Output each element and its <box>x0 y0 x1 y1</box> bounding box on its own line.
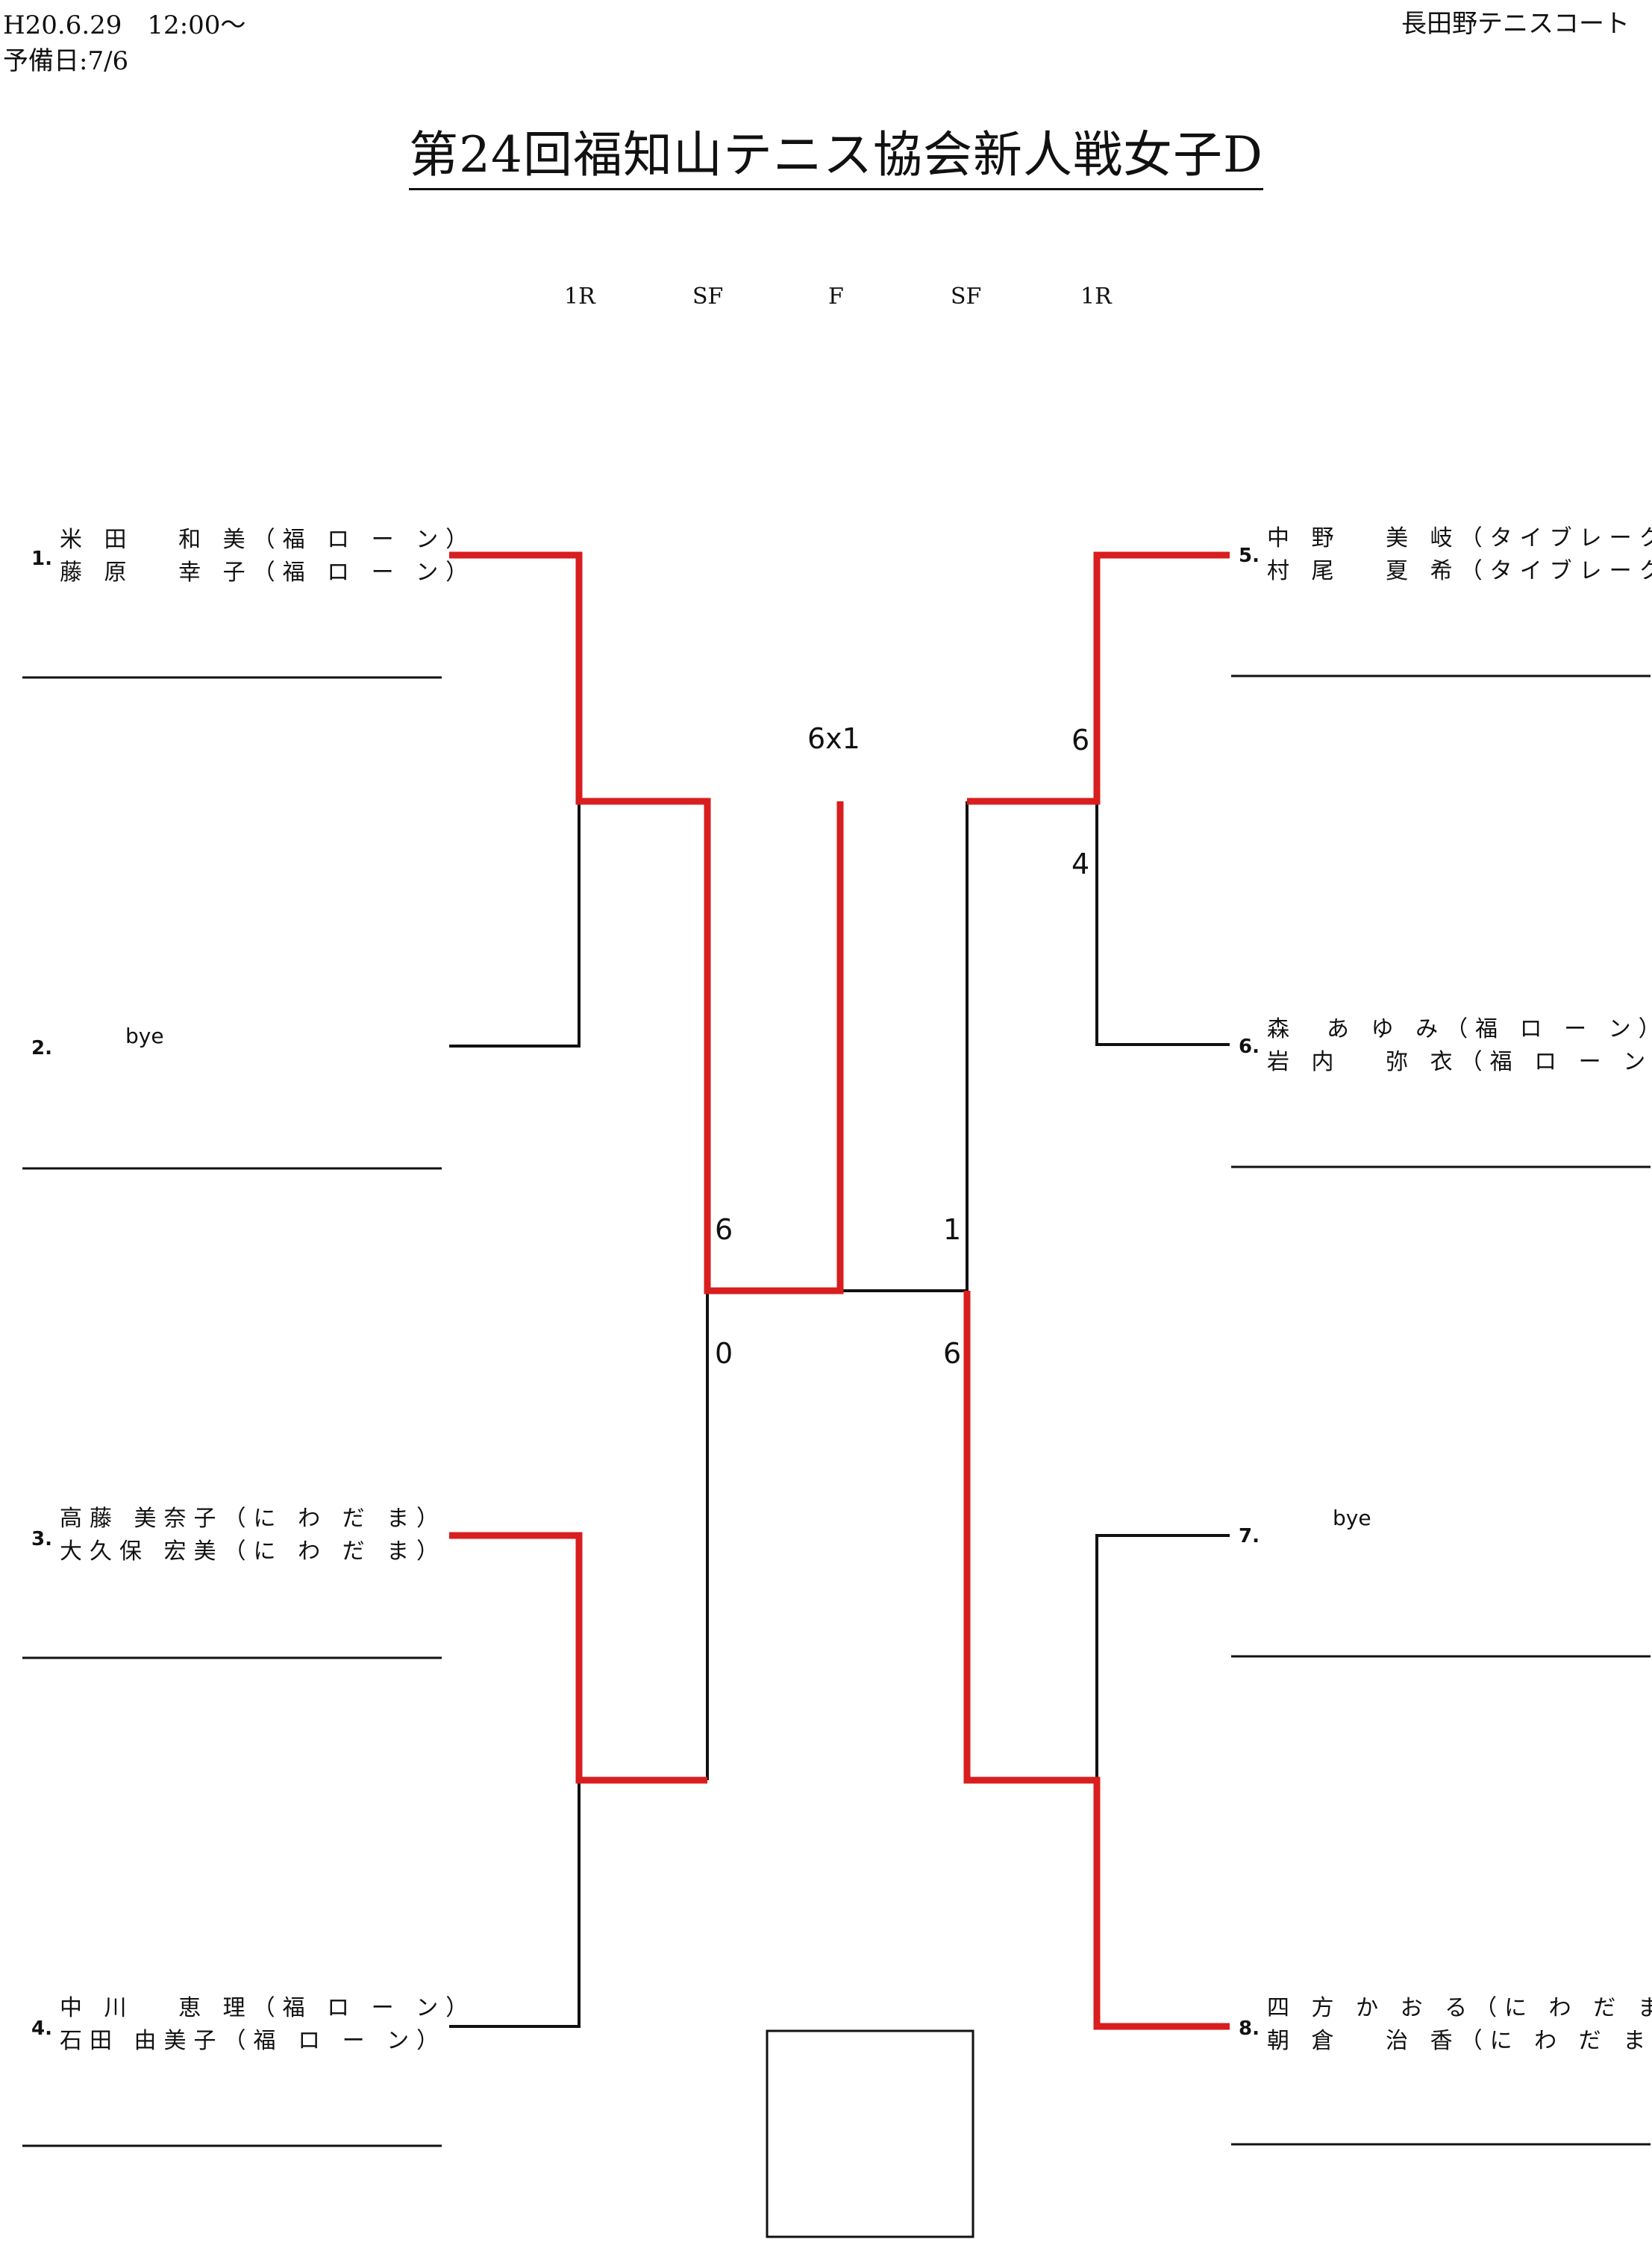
bracket-winner-lines <box>449 551 1230 2030</box>
seed-number: 1. <box>31 548 52 570</box>
player-name: 四 方 か お る（に わ だ ま） <box>1267 1995 1652 2021</box>
reserve-day: 予備日:7/6 <box>3 46 129 76</box>
player-name: 岩 内 弥 衣（福 ロ ー ン） <box>1267 1049 1652 1075</box>
champion-box <box>766 2029 974 2238</box>
seed-number: 2. <box>31 1037 52 1059</box>
seed-number: 7. <box>1239 1525 1260 1547</box>
seed-number: 6. <box>1239 1036 1260 1058</box>
player-name: 朝 倉 治 香（に わ だ ま） <box>1267 2028 1652 2054</box>
score-left-semi-bottom: 0 <box>715 1337 733 1370</box>
score-right-top-loser: 4 <box>1071 848 1090 880</box>
seed-number: 5. <box>1239 545 1260 567</box>
seed-number: 4. <box>31 2017 52 2040</box>
player-name: 藤 原 幸 子（福 ロ ー ン） <box>60 560 476 586</box>
round-label-final: F <box>828 284 844 310</box>
bye-label: bye <box>1333 1506 1371 1530</box>
seed-number: 8. <box>1239 2017 1260 2040</box>
score-right-semi-top: 1 <box>943 1213 962 1246</box>
round-label-left-sf: SF <box>692 284 724 310</box>
page-title: 第24回福知山テニス協会新人戦女子D <box>409 125 1263 190</box>
score-left-semi-top: 6 <box>715 1213 733 1246</box>
name-underlines <box>22 674 1651 2147</box>
player-name: 中 野 美 岐（タイブレーク） <box>1267 525 1652 551</box>
seed-number: 3. <box>31 1528 52 1550</box>
round-label-right-sf: SF <box>951 284 982 310</box>
round-label-left-1r: 1R <box>564 284 595 310</box>
bye-label: bye <box>125 1024 164 1048</box>
player-name: 村 尾 夏 希（タイブレーク） <box>1267 558 1652 584</box>
player-name: 石田 由美子（福 ロ ー ン） <box>60 2028 447 2054</box>
player-name: 高藤 美奈子（に わ だ ま） <box>60 1506 447 1532</box>
player-name: 中 川 恵 理（福 ロ ー ン） <box>60 1995 476 2021</box>
score-right-semi-bottom: 6 <box>943 1337 962 1370</box>
score-right-top-winner: 6 <box>1071 724 1090 757</box>
player-name: 大久保 宏美（に わ だ ま） <box>60 1538 447 1565</box>
final-score: 6x1 <box>807 722 860 755</box>
match-date-time: H20.6.29 12:00～ <box>3 10 246 40</box>
player-name: 米 田 和 美（福 ロ ー ン） <box>60 527 476 553</box>
venue: 長田野テニスコート <box>1401 9 1630 39</box>
round-label-right-1r: 1R <box>1080 284 1112 310</box>
player-name: 森 あ ゆ み（福 ロ ー ン） <box>1267 1016 1652 1042</box>
